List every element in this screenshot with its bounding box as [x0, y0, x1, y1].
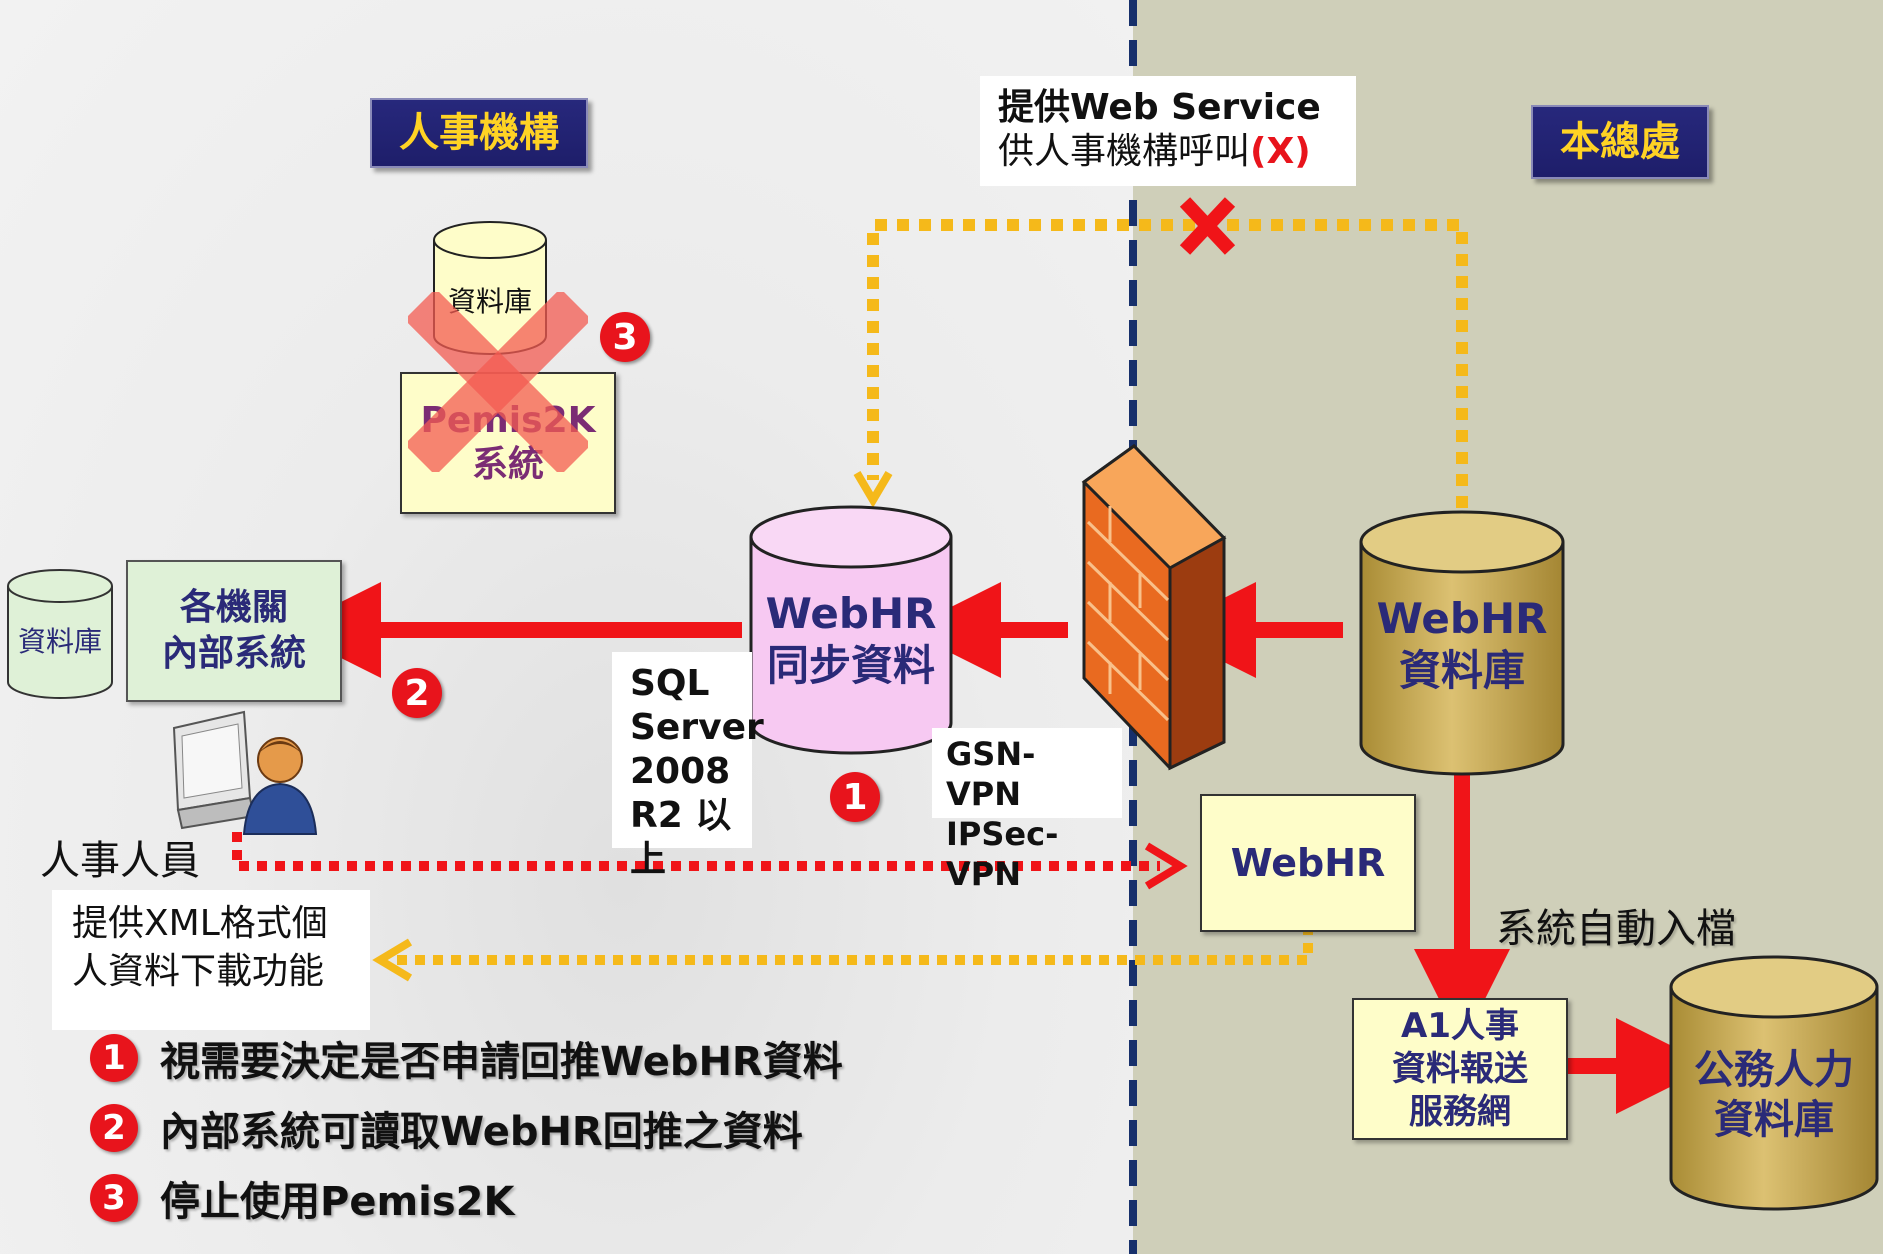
webhr-sync-cylinder-icon [749, 505, 953, 755]
legend-text: 內部系統可讀取WebHR回推之資料 [160, 1109, 803, 1155]
internal-db-label: 資料庫 [17, 625, 102, 658]
legend-item-2: 2 內部系統可讀取WebHR回推之資料 [90, 1098, 803, 1158]
hr-staff-label: 人事人員 [40, 838, 200, 884]
webhr-to-xml-dotted [395, 925, 1313, 965]
legend-text: 停止使用Pemis2K [160, 1179, 515, 1225]
webservice-callout-x: (X) [1250, 131, 1311, 172]
pemis-crossed-out-mark [408, 292, 588, 472]
webhr-db-label: WebHR 資料庫 [1376, 594, 1548, 695]
hrstaff-arrowhead [1144, 842, 1188, 890]
webservice-callout-line2: 供人事機構呼叫 [998, 131, 1251, 172]
legend-number: 2 [90, 1104, 138, 1152]
webservice-arrowhead [853, 470, 893, 508]
legend-text: 視需要決定是否申請回推WebHR資料 [160, 1039, 843, 1085]
a1-service-box: A1人事 資料報送 服務網 [1352, 998, 1568, 1140]
webhr-web-box: WebHR [1200, 794, 1416, 932]
internal-system-box: 各機關 內部系統 [126, 560, 342, 702]
agency-header: 人事機構 [370, 98, 588, 168]
legend-item-1: 1 視需要決定是否申請回推WebHR資料 [90, 1028, 843, 1088]
legend-number: 3 [90, 1174, 138, 1222]
badge-2: 2 [392, 668, 442, 718]
webservice-callout-line1: 提供Web Service [998, 87, 1321, 128]
webservice-callout: 提供Web Service 供人事機構呼叫(X) [980, 76, 1356, 186]
webhr-sync-label: WebHR 同步資料 [765, 589, 937, 690]
sql-server-label: SQL Server 2008 R2 以上 [612, 652, 764, 880]
webservice-dotted-connector [867, 219, 1468, 508]
webservice-blocked-x [1179, 197, 1236, 255]
auto-import-label: 系統自動入檔 [1496, 906, 1736, 952]
badge-1: 1 [830, 772, 880, 822]
hr-staff-computer-icon [172, 710, 318, 835]
civil-db-cylinder-icon [1669, 955, 1879, 1211]
legend-number: 1 [90, 1034, 138, 1082]
xml-download-label: 提供XML格式個 人資料下載功能 [52, 890, 370, 1030]
webhr-db-cylinder-icon [1359, 510, 1565, 776]
headquarters-header: 本總處 [1531, 105, 1709, 179]
xml-arrowhead [372, 938, 413, 982]
civil-db-label: 公務人力 資料庫 [1694, 1047, 1854, 1143]
agency-db-label: 資料庫 [447, 285, 532, 318]
hrstaff-to-webhr-dotted [232, 832, 1160, 871]
zone-divider [1129, 0, 1137, 1254]
badge-3: 3 [600, 312, 650, 362]
legend-item-3: 3 停止使用Pemis2K [90, 1168, 514, 1228]
firewall-icon [1081, 444, 1227, 771]
internal-db-cylinder-icon [7, 569, 113, 699]
vpn-label: GSN-VPN IPSec-VPN [932, 728, 1122, 893]
